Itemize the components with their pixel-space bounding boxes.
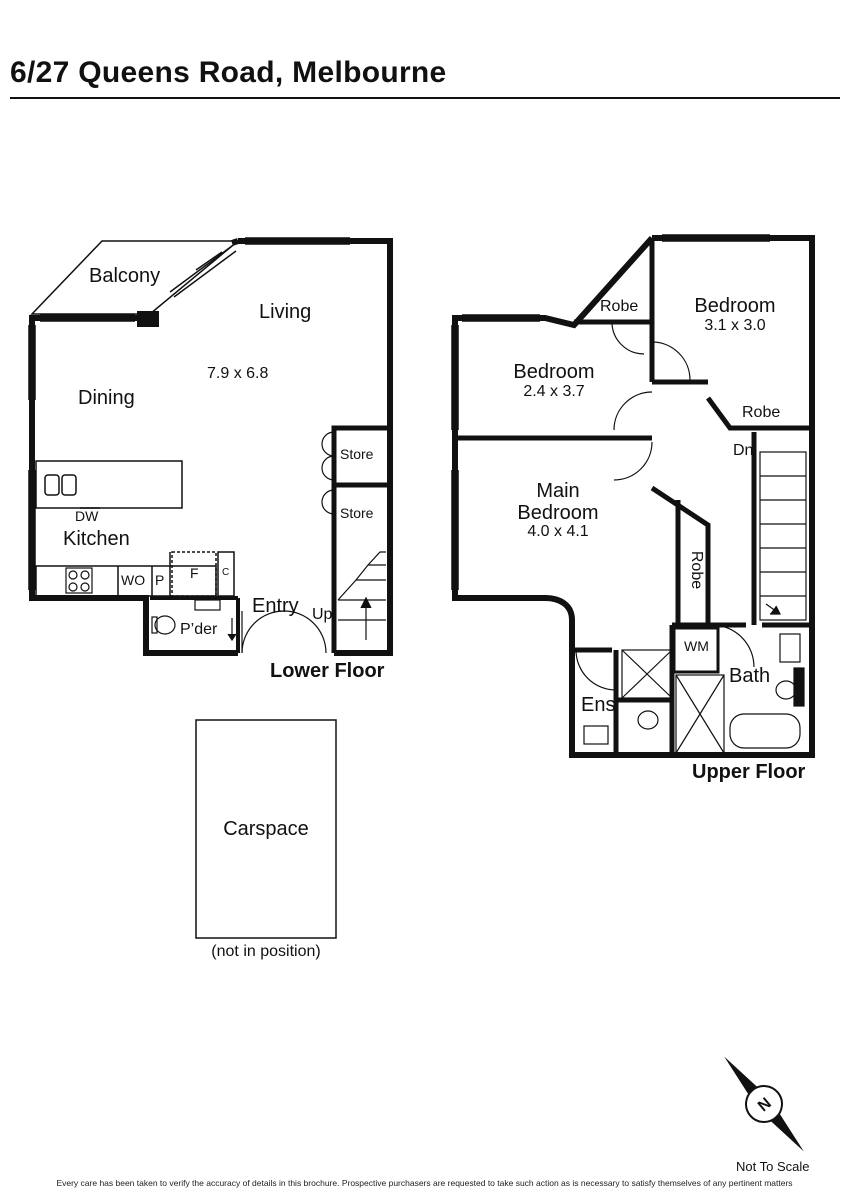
carspace-label: Carspace — [223, 818, 309, 840]
carspace-outline — [195, 719, 337, 939]
label-stair-up: Up — [312, 606, 333, 623]
room-label-store-1: Store — [340, 446, 374, 462]
label-wall-oven: WO — [121, 572, 146, 588]
room-label-ensuite: Ens — [581, 694, 616, 716]
disclaimer-text: Every care has been taken to verify the … — [56, 1178, 793, 1188]
label-stair-down: Dn — [733, 442, 754, 459]
compass-icon: N — [724, 1056, 804, 1152]
bath-fixtures — [583, 626, 805, 754]
upper-windows — [451, 234, 770, 590]
lower-windows — [28, 237, 350, 590]
balcony-door — [169, 245, 237, 298]
upper-stair — [759, 451, 807, 621]
room-label-balcony: Balcony — [89, 265, 161, 287]
room-label-main-1: Main — [536, 480, 580, 502]
room-label-bedroom-1: Bedroom — [694, 295, 776, 317]
label-washing-machine: WM — [684, 638, 709, 654]
room-label-dining: Dining — [78, 387, 135, 409]
room-dims-bedroom-2: 2.4 x 3.7 — [523, 383, 585, 400]
room-label-robe-2: Robe — [742, 404, 781, 421]
fireplace — [137, 311, 159, 327]
not-to-scale-label: Not To Scale — [736, 1159, 810, 1174]
page-title: 6/27 Queens Road, Melbourne — [10, 56, 447, 89]
floor-label-upper: Upper Floor — [692, 761, 806, 783]
title-divider — [10, 97, 840, 99]
room-label-living: Living — [259, 301, 312, 323]
room-label-robe-3: Robe — [688, 550, 705, 590]
room-label-robe-1: Robe — [600, 298, 639, 315]
label-fridge: F — [190, 565, 199, 581]
room-dims-living: 7.9 x 6.8 — [207, 365, 269, 382]
room-dims-main-bedroom: 4.0 x 4.1 — [527, 523, 589, 540]
store-doors — [321, 431, 335, 515]
room-dims-bedroom-1: 3.1 x 3.0 — [704, 317, 766, 334]
label-dishwasher: DW — [75, 508, 99, 524]
upper-floor-walls — [452, 235, 815, 758]
carspace-note: (not in position) — [211, 943, 321, 960]
room-label-kitchen: Kitchen — [63, 528, 130, 550]
upper-doors — [575, 321, 755, 691]
kitchen-island — [35, 460, 183, 509]
room-label-store-2: Store — [340, 505, 374, 521]
lower-stair — [337, 551, 386, 640]
entry-doors — [241, 610, 327, 654]
upper-inner-walls — [455, 238, 812, 755]
cooktop-icon — [65, 567, 93, 594]
room-label-entry: Entry — [252, 595, 299, 617]
room-label-powder: P’der — [180, 621, 218, 638]
room-label-bedroom-2: Bedroom — [513, 361, 595, 383]
floor-label-lower: Lower Floor — [270, 660, 385, 682]
room-label-bath: Bath — [729, 665, 771, 687]
room-label-main-2: Bedroom — [517, 502, 599, 524]
label-cupboard: C — [222, 567, 230, 578]
powder-room — [150, 596, 240, 653]
label-pantry: P — [155, 572, 165, 588]
